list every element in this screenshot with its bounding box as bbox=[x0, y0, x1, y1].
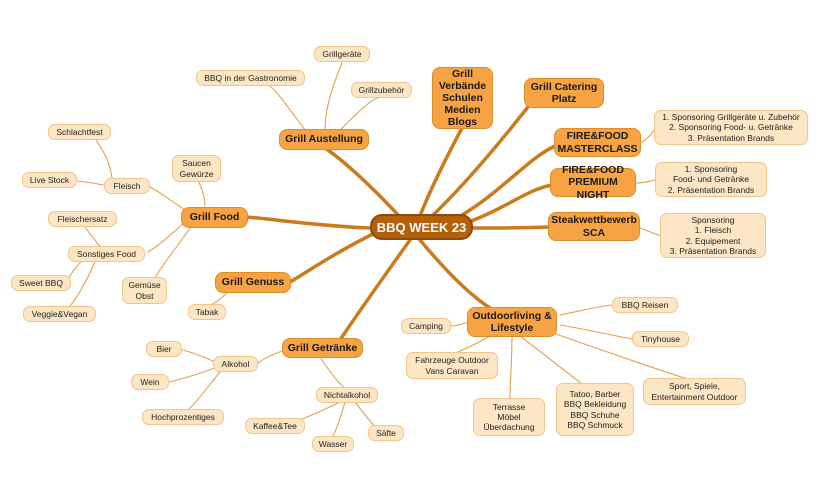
leaf-bbq-reisen[interactable]: BBQ Reisen bbox=[612, 297, 678, 313]
leaf-fleisch[interactable]: Fleisch bbox=[104, 178, 150, 194]
leaf-tatoo[interactable]: Tatoo, Barber BBQ Bekleidung BBQ Schuhe … bbox=[556, 383, 634, 436]
branch-grill-getraenke bbox=[338, 238, 412, 342]
leaf-tinyhouse[interactable]: Tinyhouse bbox=[632, 331, 689, 347]
leaf-fleischersatz[interactable]: Fleischersatz bbox=[48, 211, 117, 227]
topic-grill-catering[interactable]: Grill Catering Platz bbox=[524, 78, 604, 108]
link-alkohol bbox=[257, 349, 286, 364]
link-veggie bbox=[69, 261, 96, 307]
topic-grill-verbaende[interactable]: Grill Verbände Schulen Medien Blogs bbox=[432, 67, 493, 129]
link-bbq-reisen bbox=[559, 304, 613, 316]
leaf-grillzubehoer[interactable]: Grillzubehör bbox=[351, 82, 412, 98]
leaf-schlachtfest[interactable]: Schlachtfest bbox=[48, 124, 111, 140]
link-fleisch bbox=[149, 186, 186, 211]
leaf-fahrzeuge[interactable]: Fahrzeuge Outdoor Vans Caravan bbox=[406, 352, 498, 379]
topic-grill-genuss[interactable]: Grill Genuss bbox=[215, 272, 291, 293]
leaf-camping[interactable]: Camping bbox=[401, 318, 451, 334]
link-nichtalkohol bbox=[319, 356, 346, 389]
leaf-hochprozentiges[interactable]: Hochprozentiges bbox=[142, 409, 224, 425]
link-grillgeraete bbox=[324, 61, 343, 131]
leaf-sonstiges-food[interactable]: Sonstiges Food bbox=[68, 246, 145, 262]
leaf-tabak[interactable]: Tabak bbox=[188, 304, 226, 320]
leaf-masterclass-sponsoring[interactable]: 1. Sponsoring Grillgeräte u. Zubehör 2. … bbox=[654, 110, 808, 145]
branch-masterclass bbox=[448, 144, 557, 224]
link-bier bbox=[177, 348, 216, 363]
link-gemuese bbox=[154, 227, 191, 279]
link-live-stock bbox=[73, 180, 105, 186]
leaf-nichtalkohol[interactable]: Nichtalkohol bbox=[316, 387, 378, 403]
leaf-saucen[interactable]: Saucen Gewürze bbox=[172, 155, 221, 182]
leaf-sport[interactable]: Sport, Spiele, Entertainment Outdoor bbox=[643, 378, 746, 405]
branch-grill-verbaende bbox=[418, 126, 464, 218]
leaf-kaffee[interactable]: Kaffee&Tee bbox=[245, 418, 305, 434]
link-steak-sponsoring bbox=[639, 227, 663, 237]
link-grillzubehoer bbox=[339, 97, 379, 131]
topic-premium-night[interactable]: FIRE&FOOD PREMIUM NIGHT bbox=[550, 164, 636, 201]
leaf-premium-sponsoring[interactable]: 1. Sponsoring Food- und Getränke 2. Präs… bbox=[655, 162, 767, 197]
link-wein bbox=[167, 367, 216, 383]
topic-grill-getraenke[interactable]: Grill Getränke bbox=[282, 338, 363, 358]
leaf-veggie[interactable]: Veggie&Vegan bbox=[23, 306, 96, 322]
link-bbq-gastronomie bbox=[269, 85, 306, 131]
link-camping bbox=[449, 321, 469, 327]
topic-grill-food[interactable]: Grill Food bbox=[181, 207, 248, 228]
branch-premium-night bbox=[458, 183, 554, 227]
link-hochprozentiges bbox=[184, 371, 221, 413]
link-terrasse bbox=[509, 335, 513, 399]
leaf-grillgeraete[interactable]: Grillgeräte bbox=[314, 46, 370, 62]
leaf-sweet-bbq[interactable]: Sweet BBQ bbox=[11, 275, 71, 291]
leaf-steak-sponsoring[interactable]: Sponsoring 1. Fleisch 2. Equipement 3. P… bbox=[660, 213, 766, 258]
leaf-live-stock[interactable]: Live Stock bbox=[22, 172, 77, 188]
link-wasser bbox=[331, 401, 346, 439]
link-sport bbox=[544, 329, 691, 381]
leaf-wasser[interactable]: Wasser bbox=[312, 436, 354, 452]
link-sonstiges-food bbox=[147, 221, 186, 253]
link-premium-sponsoring bbox=[635, 179, 657, 184]
leaf-terrasse[interactable]: Terrasse Möbel Überdachung bbox=[473, 398, 545, 436]
link-schlachtfest bbox=[95, 139, 113, 179]
leaf-wein[interactable]: Wein bbox=[131, 374, 169, 390]
link-tatoo bbox=[519, 335, 583, 385]
leaf-saefte[interactable]: Säfte bbox=[368, 425, 404, 441]
link-fleischersatz bbox=[83, 225, 101, 247]
branch-grill-food bbox=[245, 215, 372, 230]
link-saucen bbox=[197, 179, 206, 207]
center-topic[interactable]: BBQ WEEK 23 bbox=[370, 214, 473, 240]
topic-grill-austellung[interactable]: Grill Austellung bbox=[279, 129, 369, 150]
link-tinyhouse bbox=[559, 324, 633, 340]
branch-steakwettbewerb bbox=[470, 225, 552, 230]
link-fahrzeuge bbox=[457, 335, 491, 353]
topic-masterclass[interactable]: FIRE&FOOD MASTERCLASS bbox=[554, 128, 641, 157]
branch-outdoorliving bbox=[418, 238, 492, 310]
branch-grill-genuss bbox=[288, 231, 377, 284]
branch-grill-catering bbox=[428, 96, 537, 220]
leaf-bier[interactable]: Bier bbox=[146, 341, 182, 357]
leaf-alkohol[interactable]: Alkohol bbox=[213, 356, 258, 372]
topic-steakwettbewerb[interactable]: Steakwettbewerb SCA bbox=[548, 212, 640, 241]
topic-outdoorliving[interactable]: Outdoorliving & Lifestyle bbox=[467, 307, 557, 337]
leaf-bbq-gastronomie[interactable]: BBQ in der Gastronomie bbox=[196, 70, 305, 86]
leaf-gemuese[interactable]: Gemüse Obst bbox=[122, 277, 167, 304]
